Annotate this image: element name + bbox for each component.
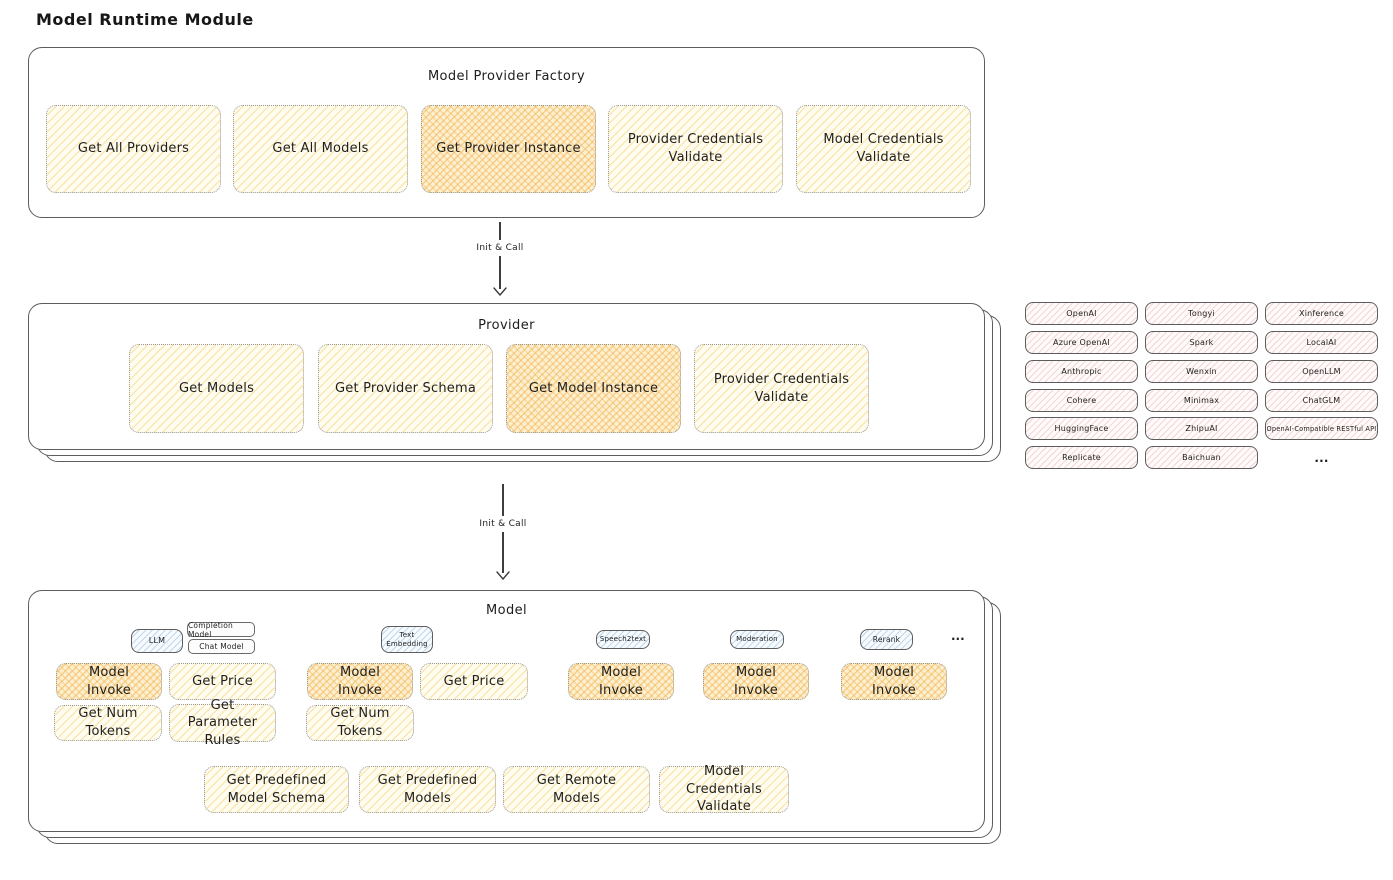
model-box-get-price-text-embedding: Get Price bbox=[420, 663, 528, 700]
provider-chip-ellipsis: ... bbox=[1314, 450, 1329, 465]
tab-rerank: Rerank bbox=[860, 629, 913, 650]
provider-chip-tongyi: Tongyi bbox=[1145, 302, 1258, 325]
arrow-init-call-2: Init & Call bbox=[458, 484, 548, 580]
tabs-ellipsis: ... bbox=[951, 629, 965, 643]
tab-text-embedding: Text Embedding bbox=[381, 626, 433, 653]
model-box-get-num-tokens-llm: Get Num Tokens bbox=[54, 705, 162, 741]
provider-chip-spark: Spark bbox=[1145, 331, 1258, 354]
model-box-invoke-speech2text: Model Invoke bbox=[568, 663, 674, 700]
provider-box-get-provider-schema: Get Provider Schema bbox=[318, 344, 493, 433]
model-box-get-predefined-model-schema: Get Predefined Model Schema bbox=[204, 766, 349, 813]
arrow-head-icon bbox=[496, 571, 510, 580]
arrow-head-icon bbox=[493, 287, 507, 296]
model-title: Model bbox=[485, 603, 528, 618]
arrow-line bbox=[499, 256, 501, 289]
model-box-invoke-moderation: Model Invoke bbox=[703, 663, 809, 700]
provider-chip-azure-openai: Azure OpenAI bbox=[1025, 331, 1138, 354]
factory-panel: Model Provider Factory Get All Providers… bbox=[28, 47, 985, 218]
arrow-line bbox=[502, 484, 504, 516]
provider-box-provider-credentials-validate: Provider Credentials Validate bbox=[694, 344, 869, 433]
model-panel: Model LLM Completion Model Chat Model Te… bbox=[28, 590, 985, 832]
tab-llm: LLM bbox=[131, 629, 183, 653]
provider-chip-localai: LocalAI bbox=[1265, 331, 1378, 354]
page-title: Model Runtime Module bbox=[36, 10, 254, 29]
model-box-get-predefined-models: Get Predefined Models bbox=[359, 766, 496, 813]
provider-chip-xinference: Xinference bbox=[1265, 302, 1378, 325]
tab-speech2text: Speech2text bbox=[596, 630, 650, 649]
factory-box-get-provider-instance: Get Provider Instance bbox=[421, 105, 596, 193]
factory-box-get-all-providers: Get All Providers bbox=[46, 105, 221, 193]
model-box-invoke-llm: Model Invoke bbox=[56, 663, 162, 700]
model-box-get-price-llm: Get Price bbox=[169, 663, 276, 700]
model-box-get-remote-models: Get Remote Models bbox=[503, 766, 650, 813]
arrow-line bbox=[502, 532, 504, 573]
provider-chip-chatglm: ChatGLM bbox=[1265, 389, 1378, 412]
arrow-line bbox=[499, 222, 501, 240]
provider-chip-anthropic: Anthropic bbox=[1025, 360, 1138, 383]
provider-panel-stack: Provider Get Models Get Provider Schema … bbox=[28, 303, 1001, 462]
provider-chip-zhipuai: ZhipuAI bbox=[1145, 417, 1258, 440]
provider-title: Provider bbox=[478, 318, 535, 333]
model-panel-stack: Model LLM Completion Model Chat Model Te… bbox=[28, 590, 1001, 844]
arrow-init-call-1: Init & Call bbox=[455, 222, 545, 296]
tab-chat-model: Chat Model bbox=[188, 639, 255, 654]
provider-chip-cohere: Cohere bbox=[1025, 389, 1138, 412]
model-box-get-parameter-rules: Get Parameter Rules bbox=[169, 698, 276, 748]
provider-chip-openllm: OpenLLM bbox=[1265, 360, 1378, 383]
model-box-model-credentials-validate: Model Credentials Validate bbox=[659, 764, 789, 814]
model-box-invoke-rerank: Model Invoke bbox=[841, 663, 947, 700]
provider-panel: Provider Get Models Get Provider Schema … bbox=[28, 303, 985, 450]
factory-box-provider-credentials-validate: Provider Credentials Validate bbox=[608, 105, 783, 193]
provider-chip-huggingface: HuggingFace bbox=[1025, 417, 1138, 440]
provider-box-get-models: Get Models bbox=[129, 344, 304, 433]
factory-box-get-all-models: Get All Models bbox=[233, 105, 408, 193]
provider-chip-replicate: Replicate bbox=[1025, 446, 1138, 469]
tab-moderation: Moderation bbox=[730, 630, 784, 649]
arrow-label: Init & Call bbox=[476, 243, 524, 253]
provider-box-get-model-instance: Get Model Instance bbox=[506, 344, 681, 433]
provider-chip-wenxin: Wenxin bbox=[1145, 360, 1258, 383]
provider-chip-openai: OpenAI bbox=[1025, 302, 1138, 325]
factory-box-model-credentials-validate: Model Credentials Validate bbox=[796, 105, 971, 193]
model-box-get-num-tokens-text-embedding: Get Num Tokens bbox=[306, 705, 414, 741]
factory-title: Model Provider Factory bbox=[427, 69, 586, 84]
arrow-label: Init & Call bbox=[479, 519, 527, 529]
provider-chip-minimax: Minimax bbox=[1145, 389, 1258, 412]
provider-chip-baichuan: Baichuan bbox=[1145, 446, 1258, 469]
provider-chip-openai-compatible-restful-api: OpenAI-Compatible RESTful API bbox=[1265, 417, 1378, 440]
tab-completion-model: Completion Model bbox=[187, 621, 255, 639]
model-box-invoke-text-embedding: Model Invoke bbox=[307, 663, 413, 700]
